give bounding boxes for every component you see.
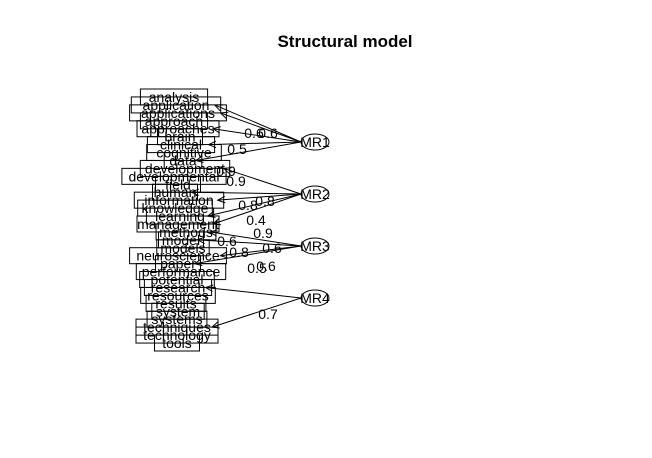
factor-label: MR2 xyxy=(300,186,330,202)
edge-loading-label: 0.9 xyxy=(226,173,246,189)
factor-label: MR4 xyxy=(300,290,330,306)
edge-arrowhead xyxy=(216,195,226,204)
edge-line xyxy=(220,245,302,257)
edge-group xyxy=(190,104,302,329)
edge-loading-label: 0.8 xyxy=(255,193,275,209)
factor-node-mr3: MR3 xyxy=(300,237,330,255)
variable-label: tools xyxy=(162,335,192,351)
edge-loading-label: 0.6 xyxy=(256,258,276,274)
edge-line xyxy=(208,141,302,146)
edge-mr4-research xyxy=(204,284,302,299)
edge-loading-label: 0.6 xyxy=(244,125,264,141)
factor-label: MR1 xyxy=(300,134,330,150)
factor-node-mr1: MR1 xyxy=(300,133,330,151)
edge-arrowhead xyxy=(211,126,221,134)
edge-line xyxy=(207,193,302,217)
edge-loading-label: 0.4 xyxy=(246,212,266,228)
edge-loading-label: 0.7 xyxy=(258,306,278,322)
edge-loading-label: 0.9 xyxy=(253,225,273,241)
edge-mr3-neuroscience xyxy=(219,245,302,259)
variable-box xyxy=(135,326,219,344)
edge-mr1-approaches xyxy=(211,126,302,143)
variable-node-tools: tools xyxy=(154,334,200,352)
edge-loading-label: 0.9 xyxy=(216,163,236,179)
edge-line xyxy=(211,297,302,328)
edge-mr2-information xyxy=(216,193,302,204)
edge-loading-label: 0.6 xyxy=(217,233,237,249)
edge-loading-label: 0.5 xyxy=(227,141,247,157)
edge-loading-label: 0.8 xyxy=(229,244,249,260)
factor-ellipse xyxy=(300,185,330,203)
factor-node-mr4: MR4 xyxy=(300,289,330,307)
edge-line xyxy=(195,141,302,161)
edge-line xyxy=(209,231,302,247)
edge-line xyxy=(212,193,302,225)
edge-arrowhead xyxy=(219,251,229,259)
edge-line xyxy=(212,128,302,143)
factor-ellipse xyxy=(300,237,330,255)
edge-mr4-techniques xyxy=(210,297,302,329)
edge-line xyxy=(197,239,302,247)
edge-loading-label: 0.8 xyxy=(238,197,258,213)
edge-loading-label: 0.5 xyxy=(247,260,267,276)
diagram-title: Structural model xyxy=(277,32,412,51)
edge-line xyxy=(194,245,302,265)
edge-line xyxy=(205,286,302,299)
factor-ellipse xyxy=(300,289,330,307)
factor-label: MR3 xyxy=(300,238,330,254)
edge-line xyxy=(217,193,302,201)
edge-line xyxy=(214,104,302,143)
factor-ellipse xyxy=(300,133,330,151)
edge-line xyxy=(220,112,302,143)
edge-line xyxy=(223,167,302,195)
edge-loading-label: 0.6 xyxy=(258,125,278,141)
edge-loading-label: 0.6 xyxy=(262,240,282,256)
factor-node-mr2: MR2 xyxy=(300,185,330,203)
variable-node-group: analysisapplicationapplicationsapproacha… xyxy=(121,88,231,352)
variable-box xyxy=(154,334,200,352)
